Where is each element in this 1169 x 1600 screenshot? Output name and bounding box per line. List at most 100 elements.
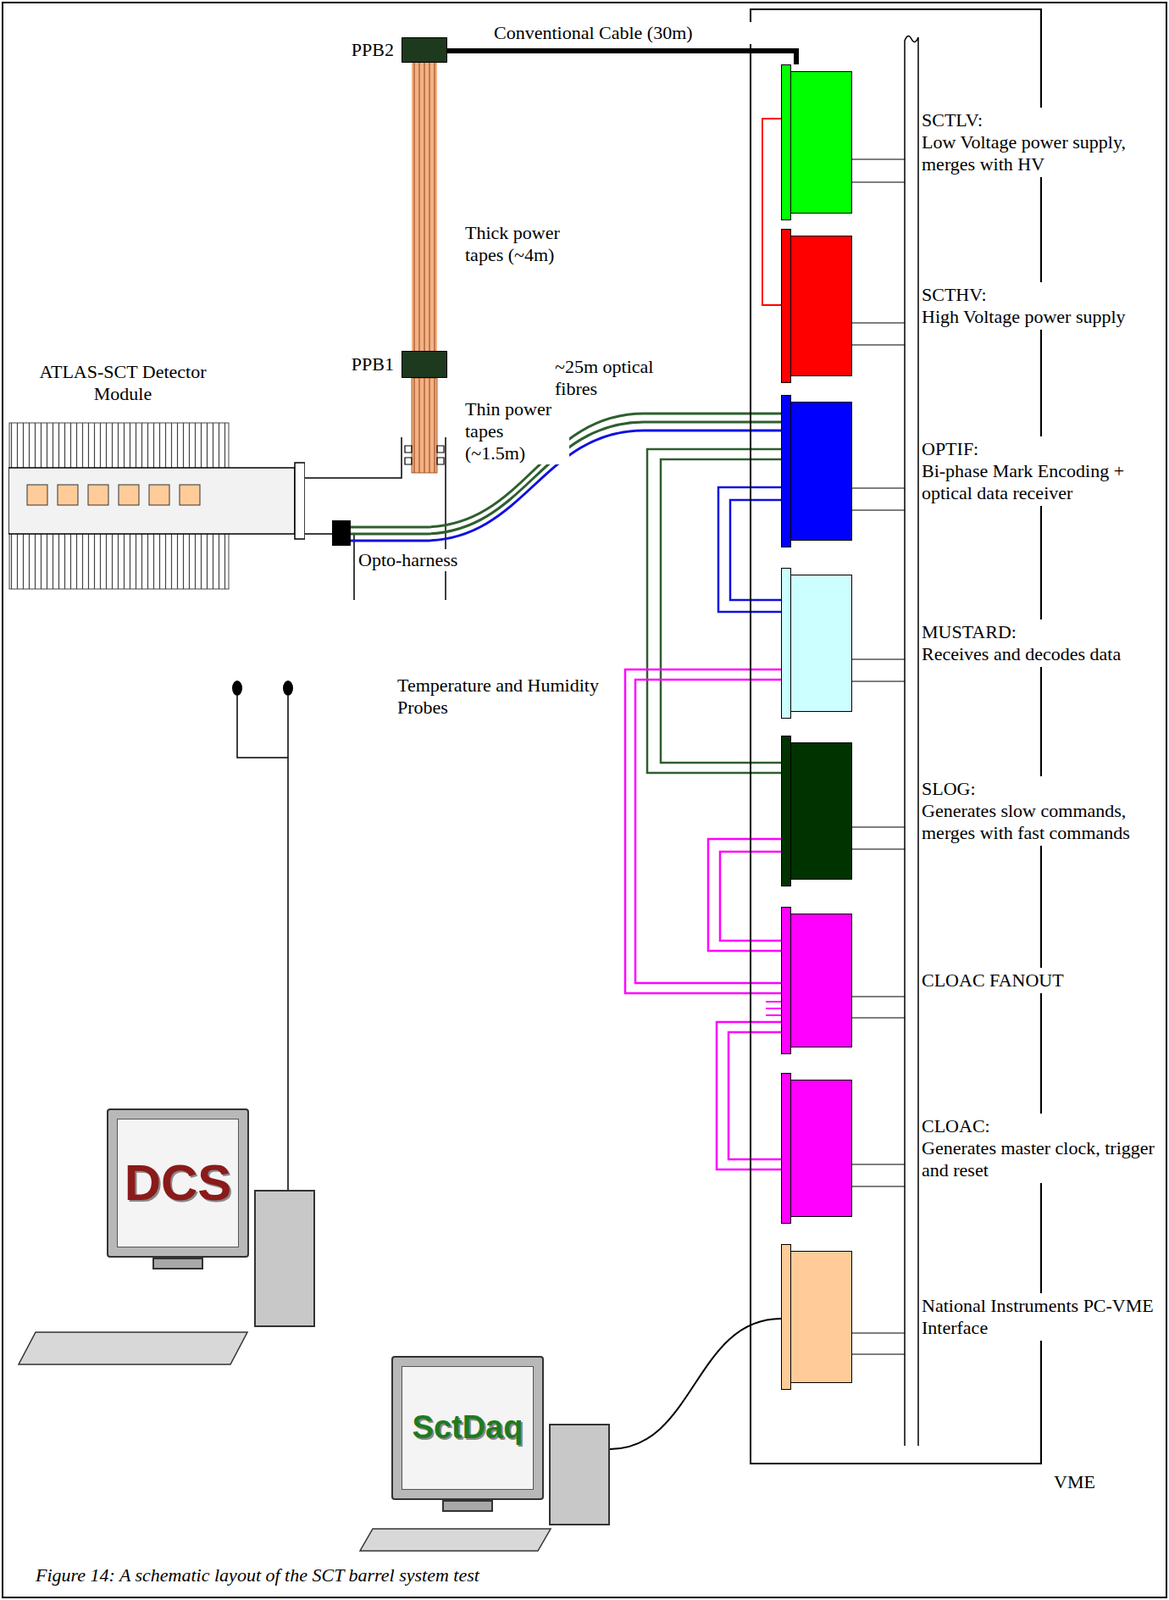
backplane bbox=[904, 35, 919, 1446]
screen: DCS bbox=[116, 1118, 239, 1247]
connector-label: ~25m optical fibres bbox=[552, 355, 693, 400]
vme-module: SLOG:Generates slow commands, merges wit… bbox=[781, 735, 853, 887]
module-label: SCTHV:High Voltage power supply bbox=[921, 282, 1161, 330]
drawing-part bbox=[179, 484, 200, 505]
module-label: OPTIF:Bi-phase Mark Encoding + optical d… bbox=[921, 436, 1161, 506]
drawing-part bbox=[88, 484, 109, 505]
module-name: SCTLV: bbox=[921, 109, 1161, 132]
front-panel bbox=[781, 906, 792, 1054]
drawing-part bbox=[149, 484, 170, 505]
fanout-outputs bbox=[765, 1001, 782, 1015]
detector-label: ATLAS-SCT Detector Module bbox=[33, 360, 212, 405]
harness-name: Opto-harness bbox=[358, 548, 458, 571]
module-description: Generates slow commands, merges with fas… bbox=[921, 799, 1161, 844]
drawing-part bbox=[27, 484, 48, 505]
vme-module: OPTIF:Bi-phase Mark Encoding + optical d… bbox=[781, 394, 853, 548]
patch-panel: PPB2 bbox=[401, 37, 448, 63]
crate-name: VME bbox=[1053, 1470, 1096, 1493]
module-name: National Instruments PC-VME Interface bbox=[921, 1294, 1161, 1339]
monitor: SctDaq bbox=[391, 1355, 544, 1500]
keyboard bbox=[18, 1331, 248, 1364]
front-panel bbox=[781, 394, 792, 548]
backplane-connectors bbox=[852, 159, 905, 1354]
patch-panel-label: PPB2 bbox=[351, 38, 394, 61]
module-description: Generates master clock, trigger and rese… bbox=[921, 1136, 1161, 1181]
drawing-part bbox=[118, 484, 139, 505]
patch-panel-label: PPB1 bbox=[351, 353, 394, 376]
thin-power-tape bbox=[411, 377, 438, 473]
harness-label: Opto-harness bbox=[355, 548, 460, 571]
module-box bbox=[791, 71, 853, 214]
tape-connector bbox=[404, 445, 444, 465]
front-panel bbox=[781, 567, 792, 719]
computer: SctDaq bbox=[391, 1355, 610, 1525]
drawing-part bbox=[8, 467, 295, 534]
service-tube bbox=[304, 437, 446, 600]
signal-cable bbox=[625, 669, 782, 993]
vme-module: CLOAC FANOUT bbox=[781, 906, 853, 1054]
vme-module: SCTHV:High Voltage power supply bbox=[781, 228, 853, 383]
annotation-label: Thin power tapes (~1.5m) bbox=[462, 398, 570, 465]
detector-name: ATLAS-SCT Detector Module bbox=[33, 360, 212, 405]
vme-module: CLOAC:Generates master clock, trigger an… bbox=[781, 1072, 853, 1224]
power-tape bbox=[411, 62, 438, 351]
front-panel bbox=[781, 1243, 792, 1390]
probe bbox=[282, 680, 294, 696]
probe bbox=[232, 680, 243, 696]
vme-crate: VMESCTLV:Low Voltage power supply, merge… bbox=[749, 8, 1042, 1464]
module-description: Receives and decodes data bbox=[921, 642, 1161, 665]
module-box bbox=[791, 574, 853, 712]
patch-panel: PPB1 bbox=[401, 350, 448, 378]
detector-module: ATLAS-SCT Detector Module bbox=[8, 421, 305, 590]
module-box bbox=[791, 235, 853, 377]
front-panel bbox=[781, 735, 792, 887]
annotation-label: Temperature and Humidity Probes bbox=[394, 674, 604, 719]
signal-cable bbox=[708, 838, 782, 951]
drawing-part bbox=[57, 484, 78, 505]
front-panel bbox=[781, 64, 792, 221]
module-name: SLOG: bbox=[921, 777, 1161, 800]
module-name: MUSTARD: bbox=[921, 620, 1161, 643]
vme-module: National Instruments PC-VME Interface bbox=[781, 1243, 853, 1390]
drawing-part bbox=[294, 462, 305, 539]
signal-cable bbox=[716, 1021, 782, 1169]
keyboard bbox=[360, 1528, 551, 1551]
computer: DCS bbox=[106, 1108, 316, 1327]
signal-cable bbox=[647, 448, 782, 773]
screen: SctDaq bbox=[401, 1365, 534, 1490]
module-description: Low Voltage power supply, merges with HV bbox=[921, 131, 1161, 176]
module-box bbox=[791, 1250, 853, 1383]
module-box bbox=[791, 742, 853, 880]
opto-harness: Opto-harness bbox=[332, 520, 351, 546]
patch-panel-name: PPB1 bbox=[351, 353, 394, 376]
module-name: SCTHV: bbox=[921, 283, 1161, 306]
vme-module: SCTLV:Low Voltage power supply, merges w… bbox=[781, 64, 853, 221]
screen-text: DCS bbox=[124, 1154, 233, 1211]
module-name: CLOAC: bbox=[921, 1114, 1161, 1137]
connector-label: Conventional Cable (30m) bbox=[491, 22, 785, 45]
module-label: MUSTARD:Receives and decodes data bbox=[921, 619, 1161, 667]
module-label: SCTLV:Low Voltage power supply, merges w… bbox=[921, 107, 1161, 178]
module-box bbox=[791, 1079, 853, 1217]
vme-module: MUSTARD:Receives and decodes data bbox=[781, 567, 853, 719]
module-description: Bi-phase Mark Encoding + optical data re… bbox=[921, 459, 1161, 505]
module-box bbox=[791, 401, 853, 541]
front-panel bbox=[781, 1072, 792, 1224]
detector-drawing bbox=[8, 421, 305, 590]
module-label: National Instruments PC-VME Interface bbox=[921, 1292, 1161, 1341]
module-name: CLOAC FANOUT bbox=[921, 969, 1161, 992]
front-panel bbox=[781, 228, 792, 383]
module-description: High Voltage power supply bbox=[921, 305, 1161, 328]
hv-cable bbox=[762, 118, 782, 305]
patch-panel-name: PPB2 bbox=[351, 38, 394, 61]
pc-tower bbox=[254, 1189, 316, 1327]
module-box bbox=[791, 913, 853, 1048]
monitor: DCS bbox=[106, 1108, 250, 1258]
power-cable bbox=[447, 50, 797, 65]
connector-label: Thick power tapes (~4m) bbox=[462, 221, 570, 266]
vme-cable bbox=[609, 1318, 782, 1449]
monitor-stand bbox=[442, 1499, 494, 1512]
monitor-stand bbox=[152, 1257, 204, 1269]
